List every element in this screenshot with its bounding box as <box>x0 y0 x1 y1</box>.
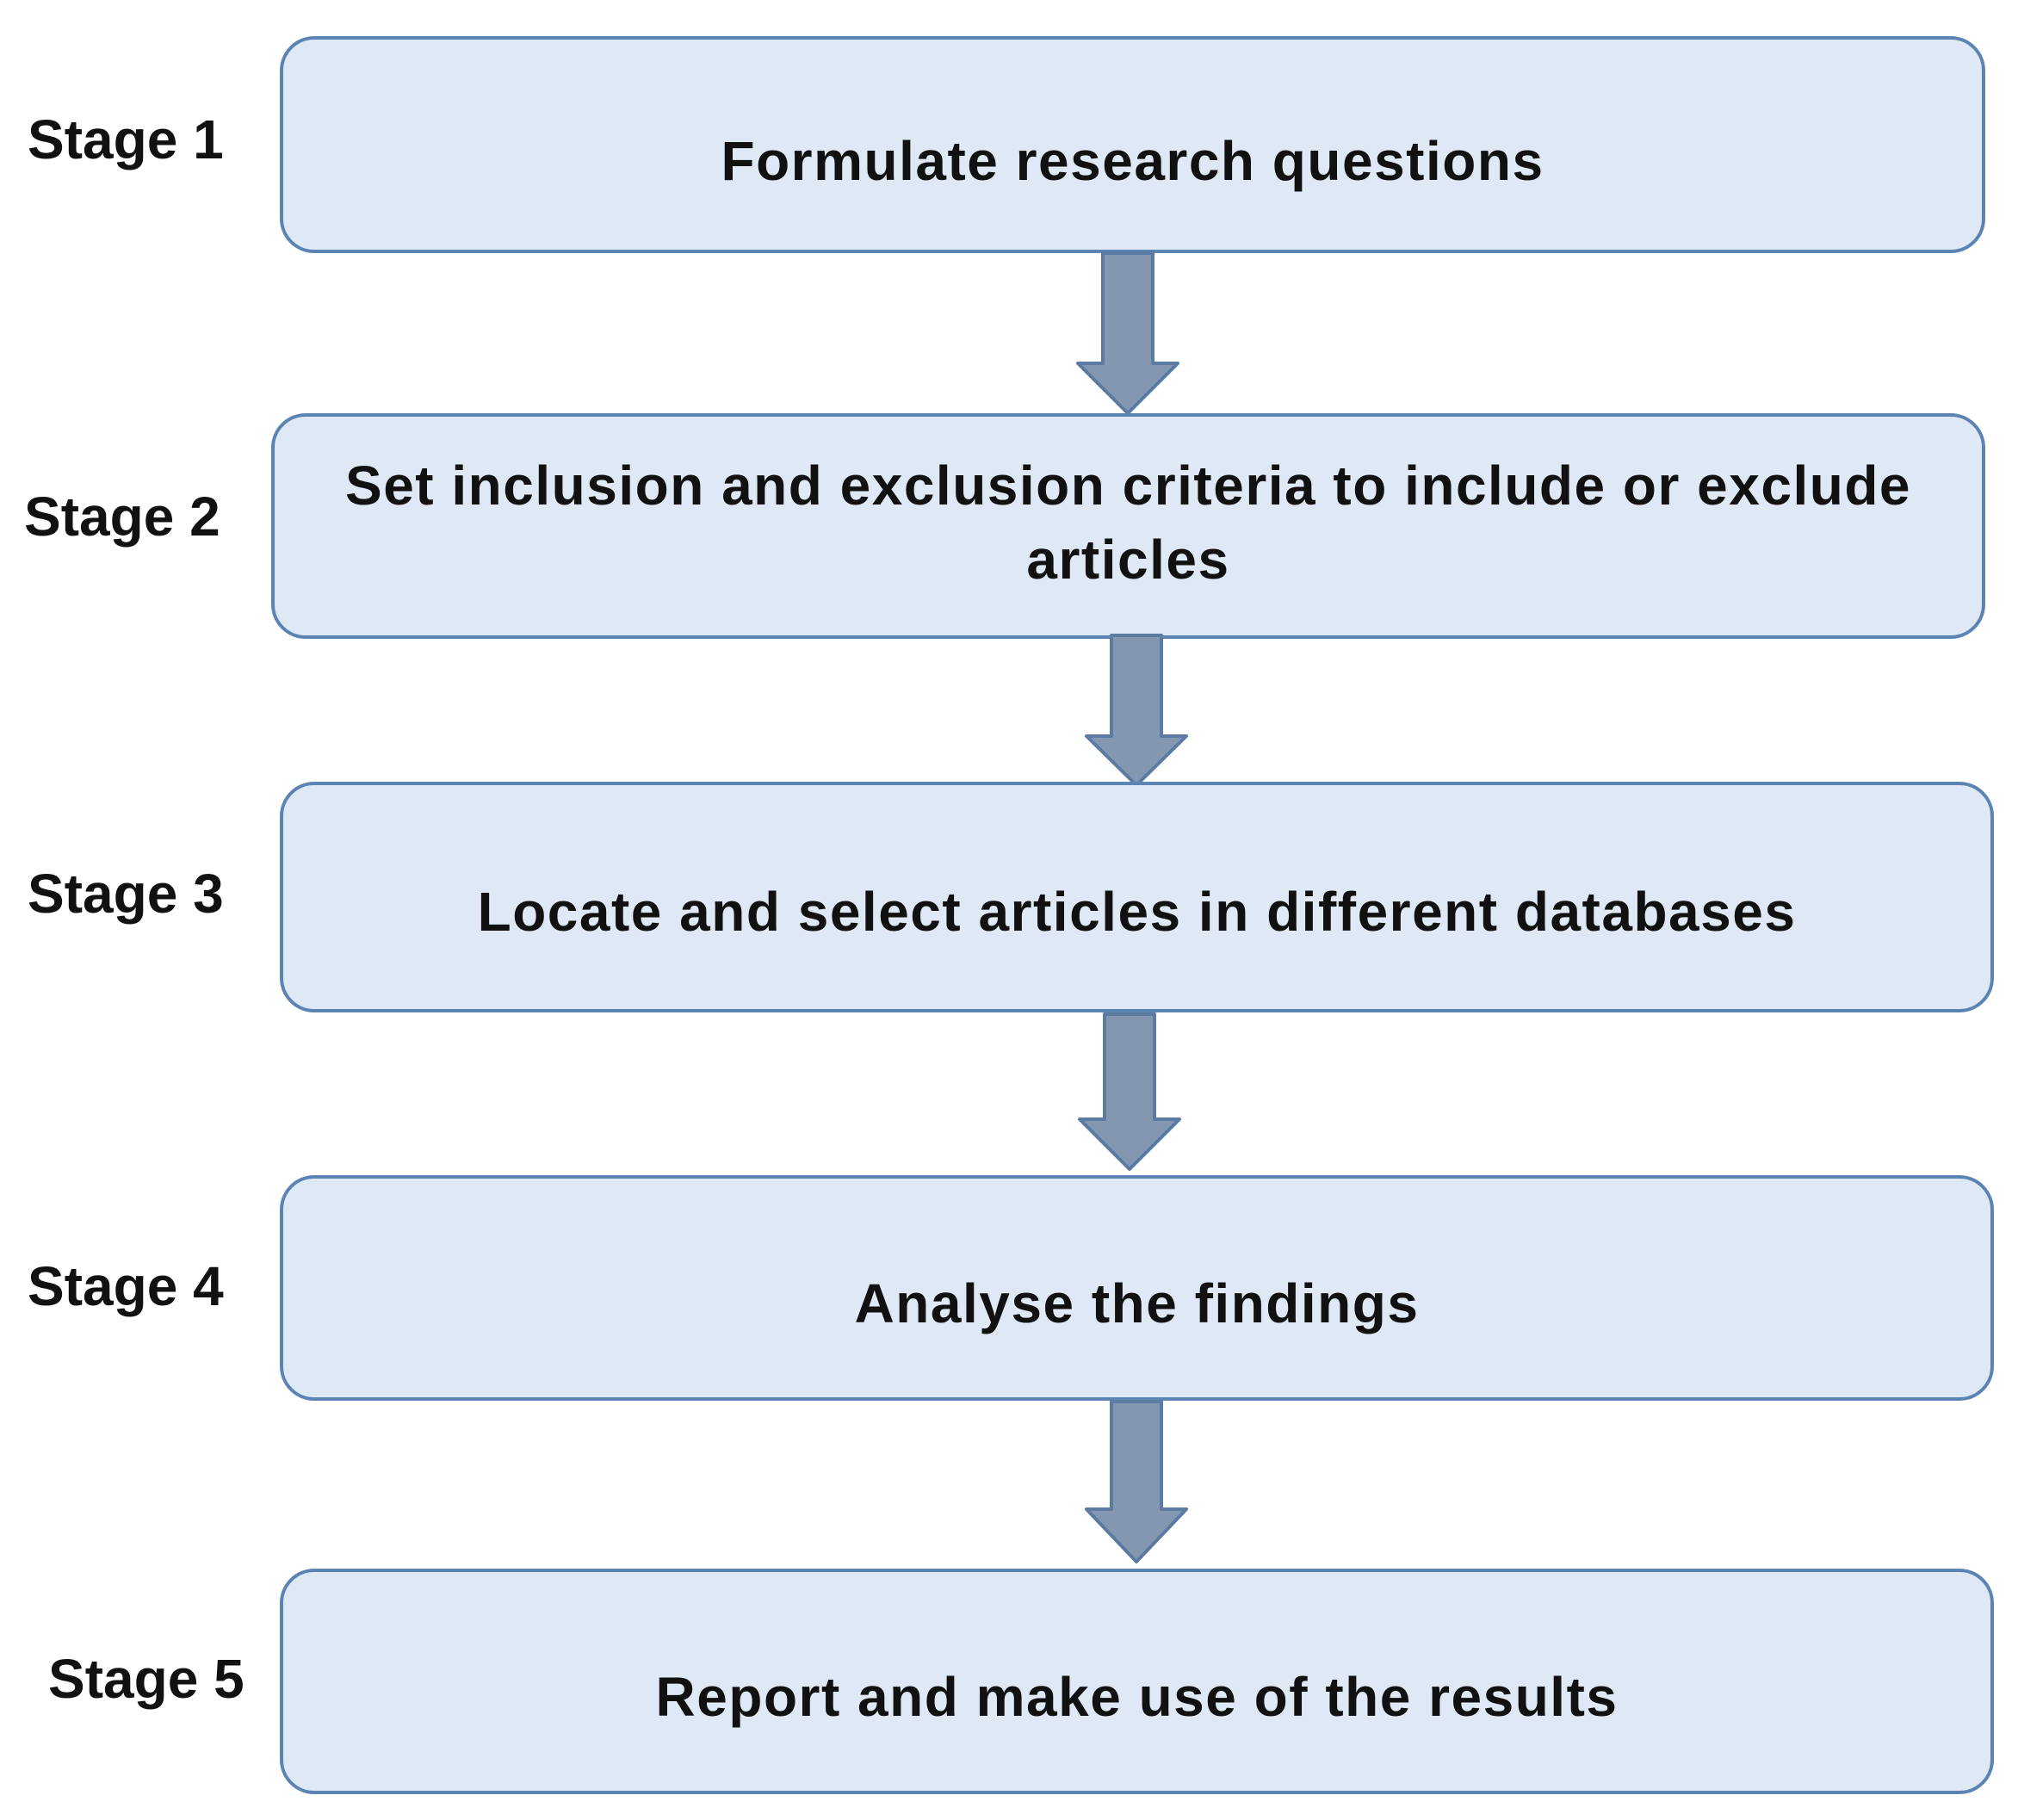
stage-3-box: Locate and select articles in different … <box>280 782 1994 1012</box>
stage-5-text: Report and make use of the results <box>655 1666 1619 1728</box>
stage-3-label: Stage 3 <box>28 863 224 925</box>
arrow-down-3 <box>1078 1012 1181 1171</box>
stage-1-text: Formulate research questions <box>721 130 1544 192</box>
arrow-down-1 <box>1076 251 1179 415</box>
arrow-down-2 <box>1085 634 1188 787</box>
stage-4-box: Analyse the findings <box>280 1175 1994 1401</box>
stage-4-text: Analyse the findings <box>854 1272 1420 1334</box>
stage-2-box: Set inclusion and exclusion criteria to … <box>271 413 1985 639</box>
stage-5-box: Report and make use of the results <box>280 1569 1994 1794</box>
stage-3-text: Locate and select articles in different … <box>477 881 1797 943</box>
stage-1-box: Formulate research questions <box>280 36 1985 253</box>
arrow-down-4 <box>1085 1400 1188 1563</box>
stage-4-label: Stage 4 <box>28 1255 224 1317</box>
stage-2-label: Stage 2 <box>24 486 220 548</box>
stage-5-label: Stage 5 <box>48 1648 245 1710</box>
stage-1-label: Stage 1 <box>28 108 224 170</box>
stage-2-text: Set inclusion and exclusion criteria to … <box>345 455 1911 591</box>
